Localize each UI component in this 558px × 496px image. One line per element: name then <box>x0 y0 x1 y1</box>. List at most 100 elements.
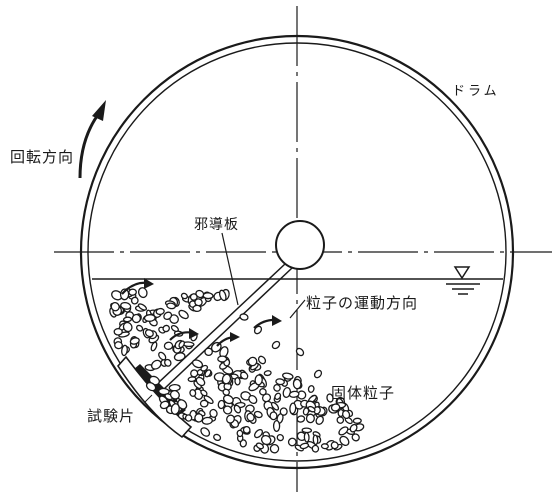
particle <box>199 399 209 408</box>
particle <box>246 412 255 422</box>
particle <box>120 301 132 310</box>
solid-particles <box>109 287 365 454</box>
particle <box>128 288 137 296</box>
particle <box>137 287 148 299</box>
particle <box>194 413 204 423</box>
particle <box>122 321 133 333</box>
particle <box>226 414 235 424</box>
particle-motion-label: 粒子の運動方向 <box>306 294 419 312</box>
motion-arrow-mid <box>169 328 199 341</box>
particle <box>204 369 212 378</box>
particle <box>255 442 265 450</box>
particle <box>143 314 156 322</box>
particle <box>178 309 189 320</box>
particle <box>303 431 310 443</box>
particle <box>339 435 350 447</box>
particle <box>260 434 272 446</box>
particle <box>270 401 280 411</box>
particle <box>190 369 199 378</box>
particle <box>295 347 305 357</box>
particle <box>253 410 263 419</box>
particle <box>200 389 208 397</box>
particle <box>200 427 211 437</box>
particle <box>272 419 281 433</box>
particle <box>299 442 310 450</box>
particle <box>166 302 177 310</box>
particle <box>119 288 130 301</box>
particle <box>276 433 284 442</box>
motion-arrow-right <box>253 315 282 329</box>
particle <box>242 425 251 434</box>
particle <box>187 376 197 383</box>
particle <box>192 304 202 313</box>
drum-outer-wall <box>79 34 515 470</box>
particle <box>201 416 213 425</box>
particle <box>204 347 213 357</box>
particle <box>221 373 232 385</box>
particle <box>307 385 315 393</box>
particle <box>150 359 162 370</box>
particle <box>209 408 218 418</box>
particle <box>170 324 179 333</box>
particle <box>145 381 157 392</box>
particle <box>110 302 120 312</box>
particle <box>287 437 297 447</box>
particle <box>163 311 173 321</box>
particle <box>288 390 300 398</box>
test-piece-leader <box>144 394 153 403</box>
particle <box>137 303 148 311</box>
particle <box>113 327 123 336</box>
specimen-arm <box>156 263 293 390</box>
particle <box>114 341 123 350</box>
particle <box>170 403 180 415</box>
particle <box>275 378 285 386</box>
particle <box>320 443 329 450</box>
particle <box>259 388 267 396</box>
particle <box>233 404 242 414</box>
particle <box>130 296 139 305</box>
particle <box>213 433 222 442</box>
particle <box>159 400 170 410</box>
drum-label: ドラム <box>452 84 500 99</box>
particle <box>200 364 209 372</box>
particle <box>349 423 358 433</box>
particle <box>253 325 263 335</box>
particle <box>312 434 319 446</box>
rotation-arrow <box>78 100 106 179</box>
particle <box>218 289 227 302</box>
particle <box>315 415 324 425</box>
particle <box>178 340 185 349</box>
particle <box>164 358 172 367</box>
guide-plate-label: 邪導板 <box>194 217 239 233</box>
drum-inner-wall <box>87 42 507 462</box>
particle <box>269 443 280 454</box>
particle <box>313 369 323 379</box>
particle <box>342 409 351 420</box>
particle <box>248 394 258 405</box>
particle <box>234 377 241 386</box>
particle <box>269 411 278 421</box>
central-hub <box>275 220 325 270</box>
particle <box>202 292 214 300</box>
particle <box>296 415 306 423</box>
particle <box>247 356 258 367</box>
particle <box>189 389 197 397</box>
test-piece-label: 試験片 <box>87 407 136 425</box>
particle <box>135 324 144 332</box>
particle <box>289 402 297 415</box>
solid-particles-label: 固体粒子 <box>331 384 396 402</box>
particle <box>330 441 339 450</box>
particle <box>162 324 170 333</box>
rotation-direction-label: 回転方向 <box>10 148 75 166</box>
particle <box>273 384 281 392</box>
particle <box>240 371 249 380</box>
motion-arrow-center <box>216 332 240 347</box>
particle <box>180 292 188 300</box>
particle <box>271 340 281 350</box>
particle <box>158 387 170 396</box>
particle <box>184 414 193 422</box>
particle <box>254 374 263 386</box>
particle <box>338 426 349 436</box>
water-level-symbol <box>446 266 480 295</box>
